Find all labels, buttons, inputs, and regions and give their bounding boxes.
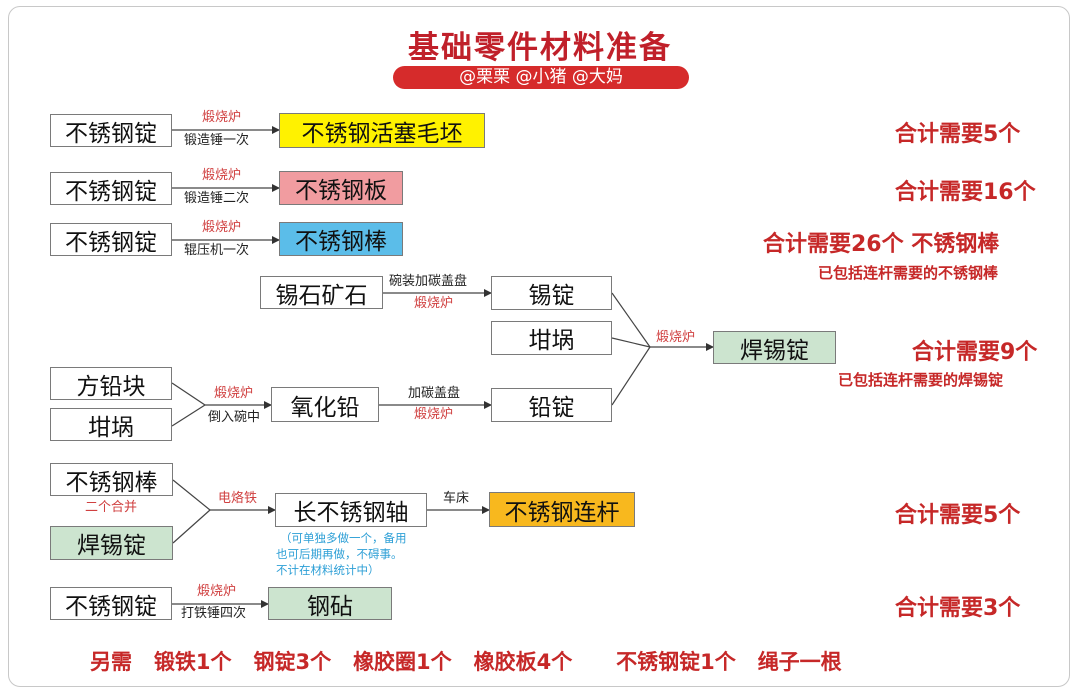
output-stainless-plate: 不锈钢板 [279,171,403,205]
line-shaft-b [172,509,211,544]
extra-label: 另需 [90,650,132,674]
line-solder-c [611,346,651,406]
process-label-pour-bowl: 倒入碗中 [208,410,261,425]
extra-stainless-ingot: 不锈钢锭1个 [616,650,736,674]
total-plate: 合计需要16个 [895,180,1036,205]
total-solder: 合计需要9个 [912,340,1038,365]
input-stainless-ingot-1: 不锈钢锭 [50,114,172,147]
line-solder-a [611,292,651,348]
process-label-furnace-anvil: 煅烧炉 [197,584,237,599]
extra-wrought-iron: 锻铁1个 [153,650,232,674]
extra-rubber-ring: 橡胶圈1个 [353,650,452,674]
credit-badge: @栗栗 @小猪 @大妈 [393,66,689,89]
extra-requirements: 另需 锻铁1个 钢锭3个 橡胶圈1个 橡胶板4个 不锈钢锭1个 绳子一根 [90,646,842,676]
output-stainless-rod: 不锈钢棒 [279,222,403,256]
output-connecting-rod: 不锈钢连杆 [489,492,635,527]
crucible-a: 坩埚 [491,321,612,355]
input-stainless-rod: 不锈钢棒 [50,463,173,496]
long-stainless-shaft: 长不锈钢轴 [275,493,427,527]
process-label-forge-1: 锻造锤一次 [184,133,250,148]
total-connecting-rod: 合计需要5个 [895,503,1021,528]
frame [8,6,1070,687]
shaft-note-3: 不计在材料统计中） [276,563,380,577]
process-label-furnace-lead: 煅烧炉 [214,386,254,401]
shaft-note-1: （可单独多做一个，备用 [280,531,407,545]
process-label-carbon-cover: 加碳盖盘 [408,386,461,401]
line-shaft-a [172,479,211,511]
input-tin-ore: 锡石矿石 [260,276,383,309]
process-label-furnace-3: 煅烧炉 [202,220,242,235]
input-stainless-ingot-2: 不锈钢锭 [50,172,172,205]
tin-ingot: 锡锭 [491,276,612,310]
output-solder-ingot: 焊锡锭 [713,331,836,364]
input-lead-block: 方铅块 [50,367,172,400]
output-anvil: 钢砧 [268,587,392,620]
process-label-hammer: 打铁锤四次 [181,606,247,621]
note-rod: 已包括连杆需要的不锈钢棒 [818,264,999,282]
extra-rope: 绳子一根 [757,650,842,674]
page-title: 基础零件材料准备 [408,30,672,66]
output-piston-blank: 不锈钢活塞毛坯 [279,113,485,148]
total-anvil: 合计需要3个 [895,596,1021,621]
process-label-roller: 辊压机一次 [184,243,250,258]
input-stainless-ingot-4: 不锈钢锭 [50,587,172,620]
process-label-furnace-1: 煅烧炉 [202,110,242,125]
line-lead-b [171,404,206,427]
note-solder: 已包括连杆需要的焊锡锭 [838,371,1004,389]
process-label-furnace-oxide: 煅烧炉 [414,407,454,422]
lead-oxide: 氧化铅 [271,387,379,422]
process-label-lathe: 车床 [443,491,470,506]
total-rod: 合计需要26个 不锈钢棒 [763,232,1000,257]
shaft-note-2: 也可后期再做，不碍事。 [276,547,403,561]
extra-steel-ingot: 钢锭3个 [253,650,332,674]
lead-ingot: 铅锭 [491,388,612,422]
input-stainless-ingot-3: 不锈钢锭 [50,223,172,256]
process-label-furnace-tin: 煅烧炉 [414,296,454,311]
process-label-furnace-solder: 煅烧炉 [656,330,696,345]
total-piston: 合计需要5个 [895,122,1021,147]
extra-rubber-sheet: 橡胶板4个 [473,650,573,674]
input-solder-ingot: 焊锡锭 [50,526,173,560]
process-label-bowl-carbon: 碗装加碳盖盘 [389,274,468,289]
line-solder-b [611,337,651,348]
process-label-soldering-iron: 电烙铁 [218,491,258,506]
line-lead-a [171,382,206,406]
process-label-furnace-2: 煅烧炉 [202,168,242,183]
input-crucible-b: 坩埚 [50,408,172,441]
combine-label: 二个合并 [85,500,138,515]
process-label-forge-2: 锻造锤二次 [184,191,250,206]
